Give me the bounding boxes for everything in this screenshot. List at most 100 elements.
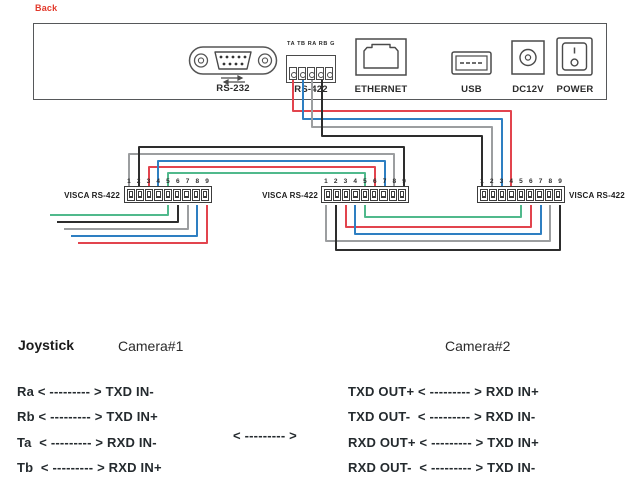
- pin-number: 2: [489, 178, 494, 185]
- joystick-header: Joystick: [18, 337, 75, 353]
- wire-controller-ta-red: [292, 80, 512, 188]
- pin-number: 6: [528, 178, 533, 185]
- pin-number: 3: [146, 178, 151, 185]
- visca-block-2-label: VISCA RS-422: [262, 191, 318, 200]
- usb-label: USB: [461, 84, 482, 95]
- rs422-terminals: [289, 67, 333, 80]
- terminal-pin: [479, 188, 488, 201]
- pin-number: 1: [480, 178, 484, 185]
- pin-number: 2: [136, 178, 141, 185]
- wire-block1-open-green: [50, 205, 169, 216]
- wire-block1-block2-black: [138, 146, 405, 188]
- wire-block1-block2-red: [148, 166, 376, 188]
- pin-number: 3: [499, 178, 504, 185]
- wire-block2-block3-red: [345, 205, 532, 228]
- terminal-pin: [323, 188, 332, 201]
- terminal-pin: [535, 188, 544, 201]
- visca-block-3-terminals: [477, 186, 565, 203]
- camera2-header: Camera#2: [445, 338, 511, 354]
- terminal-pin: [544, 188, 554, 201]
- terminal-pin: [307, 67, 315, 80]
- signal-mapping-row: TXD OUT+ < --------- > RXD IN+: [348, 384, 539, 399]
- pin-number: 6: [372, 178, 377, 185]
- wire-controller-rb-black: [321, 80, 483, 188]
- terminal-pin: [388, 188, 398, 201]
- wire-block2-block3-green: [364, 205, 522, 218]
- terminal-pin: [145, 188, 154, 201]
- terminal-pin: [342, 188, 351, 201]
- pin-number: 2: [333, 178, 338, 185]
- terminal-pin: [289, 67, 297, 80]
- terminal-pin: [498, 188, 507, 201]
- rs422-pin-names-label: TA TB RA RB G: [287, 41, 335, 47]
- wire-block1-block2-blue: [157, 160, 386, 188]
- ethernet-jack-icon: [355, 38, 407, 76]
- rs232-label: RS-232: [216, 83, 250, 94]
- terminal-pin: [554, 188, 563, 201]
- terminal-pin: [398, 188, 407, 201]
- wire-block1-open-gray: [64, 205, 189, 230]
- signal-mapping-row: Ta < --------- > RXD IN-: [17, 434, 157, 450]
- pin-number: 8: [392, 178, 397, 185]
- pin-number: 8: [548, 178, 553, 185]
- terminal-pin: [298, 67, 306, 80]
- signal-mapping-row: RXD OUT- < --------- > TXD IN-: [348, 460, 536, 476]
- bidirectional-arrows-icon: [221, 75, 245, 85]
- pin-number: 4: [509, 178, 514, 185]
- pin-number: 6: [175, 178, 180, 185]
- terminal-pin: [488, 188, 498, 201]
- joystick-camera1-mapping: Ra < --------- > TXD IN-Rb < --------- >…: [17, 379, 162, 481]
- wire-block1-open-blue: [71, 205, 198, 237]
- rs422-terminal-block: [286, 55, 336, 83]
- pin-number: 3: [343, 178, 348, 185]
- signal-mapping-row: TXD OUT- < --------- > RXD IN-: [348, 409, 536, 425]
- terminal-pin: [325, 67, 333, 80]
- terminal-pin: [316, 67, 324, 80]
- pin-number: 4: [156, 178, 161, 185]
- pin-number: 5: [519, 178, 523, 185]
- terminal-pin: [332, 188, 342, 201]
- terminal-pin: [507, 188, 516, 201]
- signal-mapping-row: Tb < --------- > RXD IN+: [17, 460, 162, 476]
- pin-number: 1: [324, 178, 328, 185]
- wire-block1-block2-gray: [128, 153, 395, 188]
- wire-block1-open-red: [78, 205, 208, 244]
- wiring-lines: [50, 80, 561, 251]
- pin-number: 7: [538, 178, 543, 185]
- terminal-pin: [191, 188, 201, 201]
- wire-block2-block3-black: [335, 205, 561, 251]
- pin-number: 9: [205, 178, 209, 185]
- terminal-pin: [360, 188, 370, 201]
- wire-block1-block2-green: [167, 172, 366, 188]
- terminal-pin: [201, 188, 210, 201]
- wire-block2-block3-gray: [325, 205, 551, 242]
- visca-block-3-label: VISCA RS-422: [569, 191, 625, 200]
- wire-controller-ra-gray: [311, 80, 493, 188]
- terminal-pin: [516, 188, 526, 201]
- pin-number: 5: [363, 178, 367, 185]
- terminal-pin: [526, 188, 535, 201]
- wire-block2-block3-blue: [354, 205, 542, 235]
- terminal-pin: [351, 188, 360, 201]
- signal-mapping-row: RXD OUT+ < --------- > TXD IN+: [348, 434, 539, 450]
- pin-number: 8: [195, 178, 200, 185]
- terminal-pin: [135, 188, 145, 201]
- terminal-pin: [126, 188, 135, 201]
- pin-number: 9: [402, 178, 406, 185]
- pin-number: 9: [558, 178, 562, 185]
- pin-number: 1: [127, 178, 131, 185]
- power-label: POWER: [556, 84, 594, 95]
- rs422-label: RS-422: [294, 84, 328, 95]
- power-switch-icon: [556, 37, 593, 76]
- visca-block-1-label: VISCA RS-422: [64, 191, 120, 200]
- pin-number: 7: [382, 178, 387, 185]
- pin-number: 5: [166, 178, 170, 185]
- visca-block-2-terminals: [321, 186, 409, 203]
- back-label: Back: [35, 3, 58, 13]
